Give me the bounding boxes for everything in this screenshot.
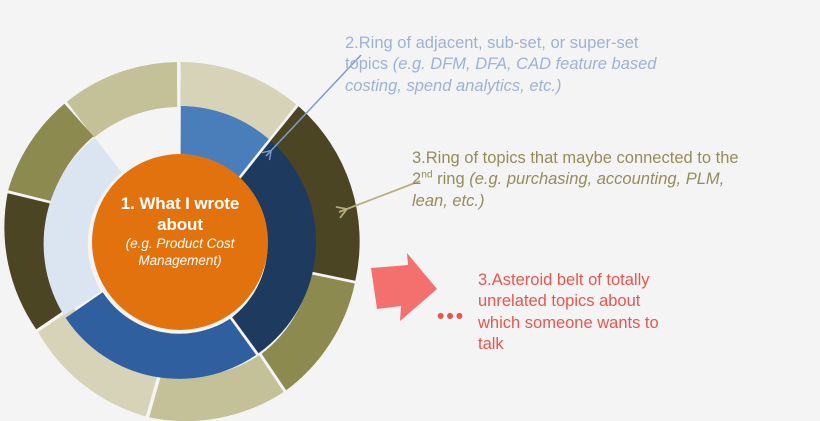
blue-leader-arrow — [261, 54, 362, 161]
annotation-ring3: 3.Ring of topics that maybe connected to… — [412, 148, 812, 212]
olive-leader-arrow — [335, 180, 421, 219]
annotation-ring3-text1: Ring of topics that maybe connected to t… — [425, 149, 739, 167]
outer-segment-olive-right — [261, 274, 355, 391]
annotation-asteroid-line1: 3.Asteroid belt of totally — [478, 270, 778, 291]
inner-segment-steel-blue-bottom — [65, 292, 257, 379]
annotation-ring3-italic1: (e.g. purchasing, accounting, PLM, — [469, 170, 725, 189]
annotation-ring3-bold: ring — [432, 170, 470, 189]
inner-ring-group — [43, 106, 317, 379]
annotation-ring2-italic1: (e.g. DFM, DFA, CAD feature based — [392, 55, 657, 74]
inner-segment-medium-blue-top — [180, 106, 269, 178]
inner-segment-light-blue — [43, 137, 122, 316]
annotation-ring3-ordinal-num: 2 — [412, 170, 422, 189]
annotation-asteroid-line3: which someone wants to — [478, 313, 659, 332]
annotation-ring2-number: 2. — [345, 34, 359, 52]
annotation-asteroid-text1: Asteroid belt of totally — [491, 271, 650, 289]
core-circle — [92, 154, 268, 330]
annotation-ring3-line1: 3.Ring of topics that maybe connected to… — [412, 148, 812, 169]
annotation-asteroid-line2: unrelated topics about — [478, 292, 641, 311]
annotation-ring2-line1: 2.Ring of adjacent, sub-set, or super-se… — [345, 33, 717, 54]
annotation-asteroid: 3.Asteroid belt of totally unrelated top… — [478, 270, 778, 356]
outer-segment-dark-olive-right — [270, 106, 360, 281]
outer-segment-beige-bottom-left — [38, 307, 158, 417]
outer-segment-khaki-1 — [66, 62, 178, 138]
annotation-ring3-line2: 2nd ring (e.g. purchasing, accounting, P… — [412, 169, 812, 190]
outer-segment-beige-1 — [180, 62, 297, 140]
annotation-ring2: 2.Ring of adjacent, sub-set, or super-se… — [345, 33, 717, 97]
annotation-ring3-line3: lean, etc.) — [412, 191, 485, 210]
annotation-asteroid-number: 3. — [478, 271, 492, 289]
annotation-ring3-number: 3. — [412, 149, 426, 167]
annotation-ring3-ordinal-suffix: nd — [421, 169, 433, 181]
annotation-ring2-text1: Ring of adjacent, sub-set, or super-set — [358, 34, 639, 52]
annotation-asteroid-line4: talk — [478, 335, 504, 354]
annotation-ring2-bold: topics — [345, 55, 389, 74]
outer-segment-olive-top-left — [8, 103, 94, 202]
ellipsis-dots: ••• — [437, 305, 466, 328]
annotation-ring2-line3: costing, spend analytics, etc.) — [345, 76, 562, 95]
red-block-arrow — [371, 253, 437, 321]
annotation-ring2-line2: topics (e.g. DFM, DFA, CAD feature based — [345, 54, 717, 75]
outer-segment-khaki-bottom — [149, 355, 284, 421]
